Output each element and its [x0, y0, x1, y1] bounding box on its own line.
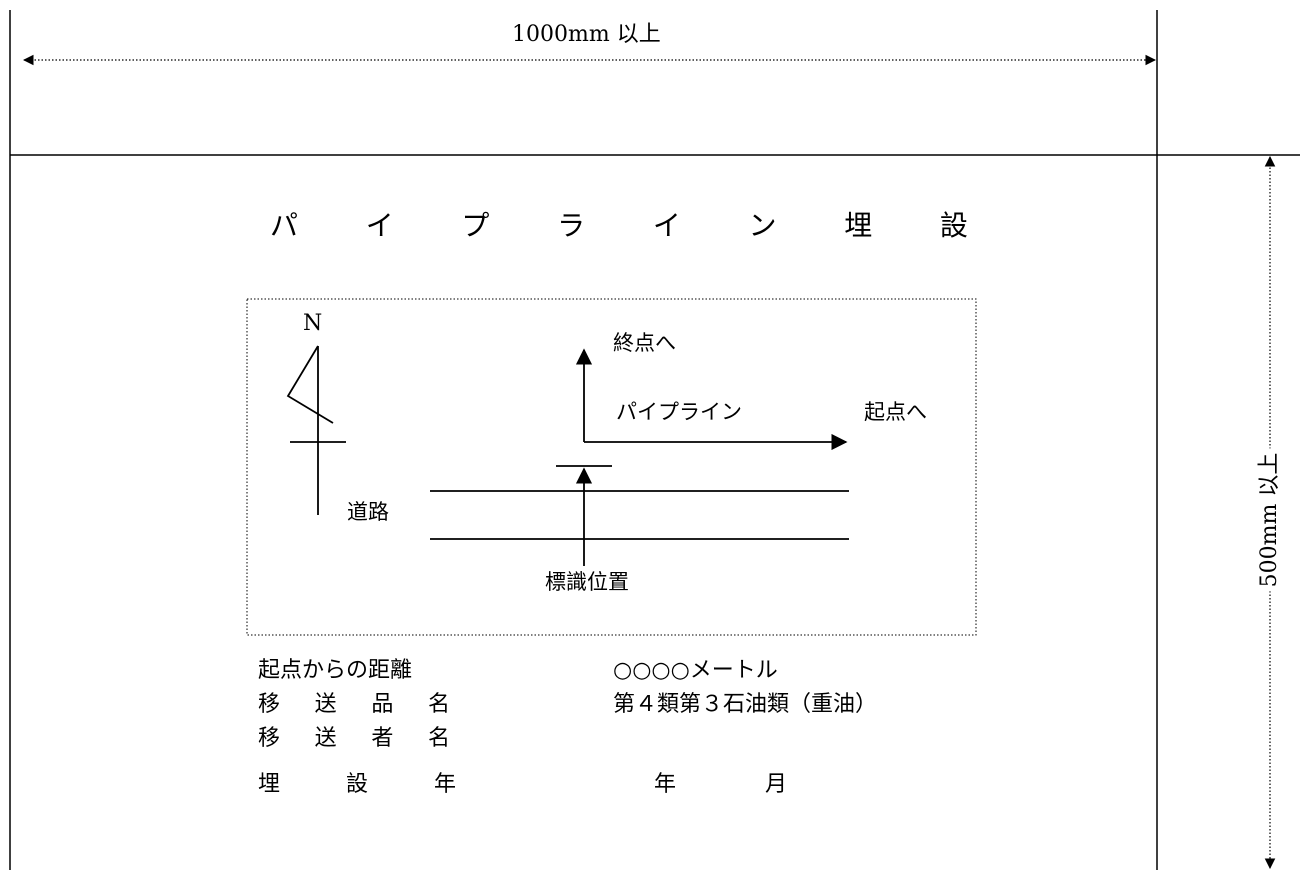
label-char: 年	[433, 772, 456, 797]
label-char: 送	[314, 726, 337, 751]
sign-title: パ イ プ ラ イ ン 埋 設	[270, 212, 968, 240]
title-char: 設	[939, 209, 968, 242]
distance-label: 起点からの距離	[258, 658, 413, 683]
north-arrow-flag	[286, 345, 334, 424]
distance-value: ○○○○メートル	[613, 658, 778, 683]
value-char: 月	[764, 772, 787, 797]
pipeline-label: パイプライン	[616, 400, 742, 424]
to-end-label: 終点へ	[613, 331, 676, 355]
height-dimension-label: 500mm 以上	[1257, 448, 1282, 592]
buried-year-label: 埋 設 年	[258, 774, 456, 796]
shipper-label: 移 送 者 名	[258, 728, 450, 750]
label-char: 品	[371, 692, 394, 717]
label-char: 設	[345, 772, 368, 797]
label-char: 者	[371, 726, 394, 751]
label-char: 移	[258, 726, 281, 751]
title-char: イ	[365, 209, 394, 242]
value-char: 年	[654, 772, 677, 797]
title-char: ラ	[557, 209, 586, 242]
product-label: 移 送 品 名	[258, 694, 450, 716]
to-start-label: 起点へ	[864, 400, 927, 424]
title-char: プ	[461, 209, 490, 242]
title-char: 埋	[844, 209, 873, 242]
label-char: 送	[314, 692, 337, 717]
label-char: 名	[427, 726, 450, 751]
label-char: 埋	[258, 772, 281, 797]
label-char: 名	[427, 692, 450, 717]
title-char: イ	[652, 209, 681, 242]
north-label: N	[303, 311, 323, 336]
road-label: 道路	[347, 500, 389, 524]
sign-position-label: 標識位置	[545, 570, 629, 594]
location-map-box	[246, 298, 977, 636]
product-value: 第４類第３石油類（重油）	[613, 692, 878, 717]
width-dimension-label: 1000mm 以上	[508, 24, 665, 46]
label-char: 移	[258, 692, 281, 717]
title-char: ン	[748, 209, 777, 242]
title-char: パ	[270, 209, 299, 242]
buried-year-value: 年 月	[654, 774, 787, 796]
